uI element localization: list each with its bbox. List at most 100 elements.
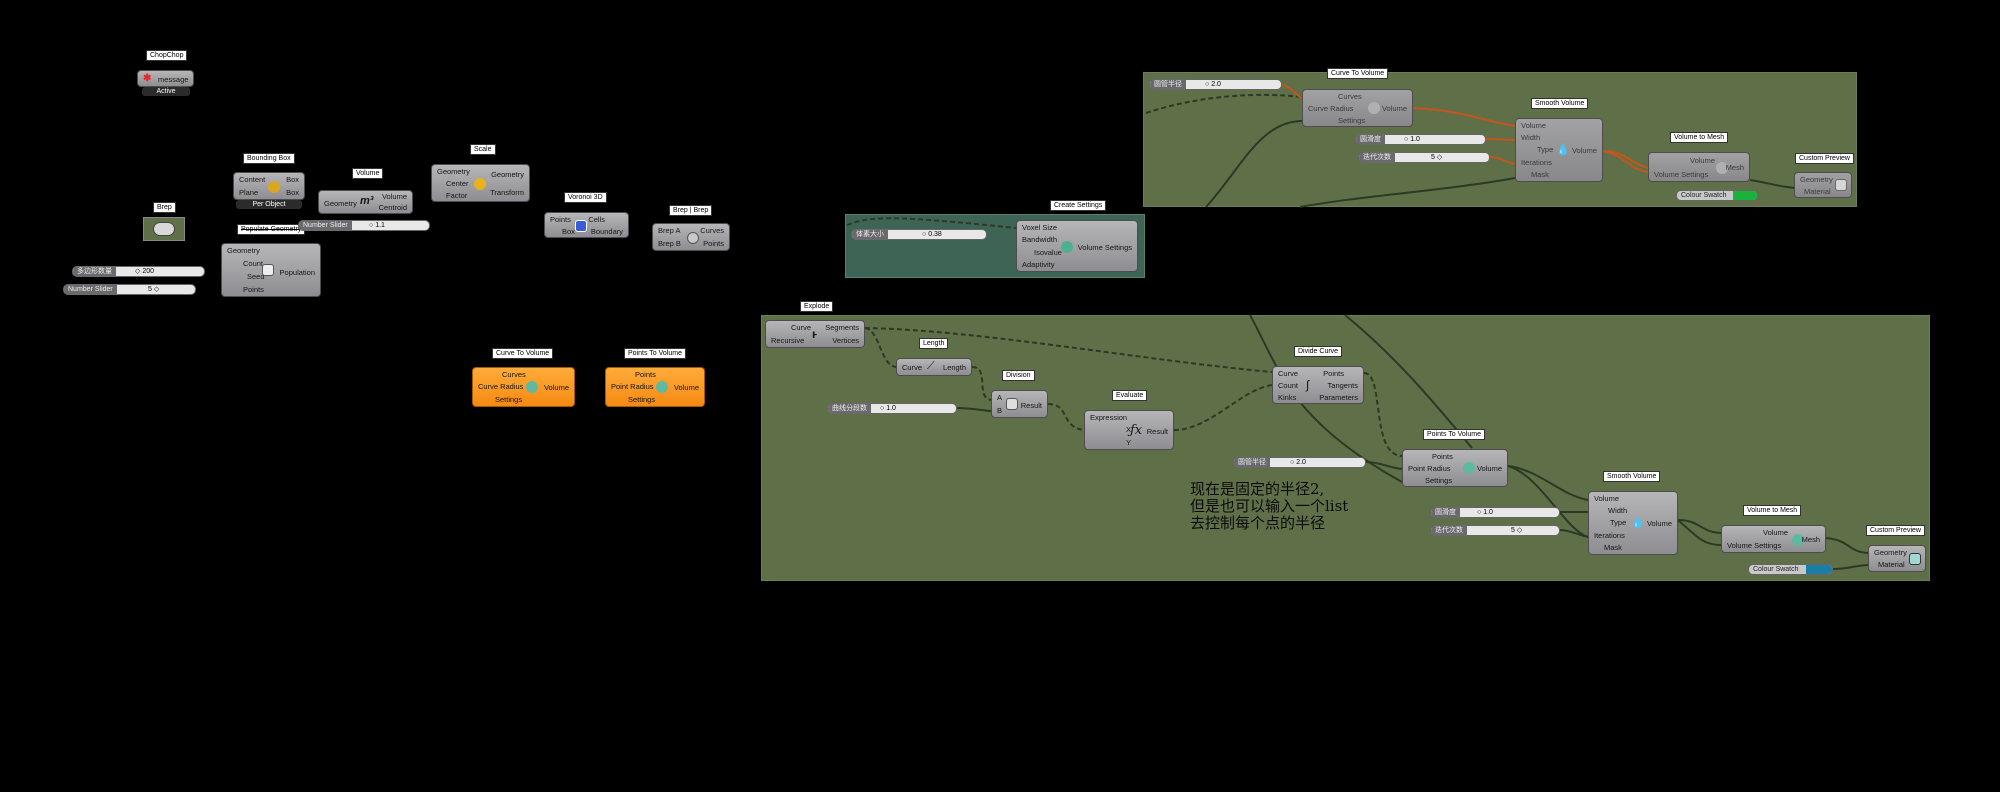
vtm-main-component[interactable]: Volume Volume Settings Mesh xyxy=(1721,525,1826,553)
divide-curve-output-points[interactable]: Points xyxy=(1323,368,1344,378)
vtm-top-input-volume[interactable]: Volume xyxy=(1690,155,1716,165)
vtm-top-input-settings[interactable]: Volume Settings xyxy=(1654,169,1709,179)
scale-input-factor[interactable]: Factor xyxy=(446,190,468,200)
voronoi-output-boundary[interactable]: Boundary xyxy=(590,226,623,236)
slider-poly-count[interactable]: 多边形数量 ◇ 200 xyxy=(72,266,205,277)
length-input-curve[interactable]: Curve xyxy=(902,363,923,372)
division-input-b[interactable]: B xyxy=(997,406,1003,415)
populate-component[interactable]: Geometry Count Seed Points Population xyxy=(221,243,321,297)
smooth-top-input-iterations[interactable]: Iterations xyxy=(1521,157,1552,167)
ctv-top-input-radius[interactable]: Curve Radius xyxy=(1308,103,1354,113)
volume-component[interactable]: Geometry m³ Volume Centroid xyxy=(318,190,413,214)
divide-curve-input-curve[interactable]: Curve xyxy=(1278,368,1299,378)
slider-smooth-w-main[interactable]: 圆滑度 ○ 1.0 xyxy=(1430,507,1560,518)
voronoi-output-cells[interactable]: Cells xyxy=(588,214,605,224)
division-input-a[interactable]: A xyxy=(997,393,1003,402)
divide-curve-input-count[interactable]: Count xyxy=(1278,380,1299,390)
slider-radius-main[interactable]: 圆管半径 ○ 2.0 xyxy=(1233,457,1366,468)
preview-main-input-material[interactable]: Material xyxy=(1878,560,1905,570)
voronoi-input-box[interactable]: Box xyxy=(562,226,575,236)
brep-brep-input-a[interactable]: Brep A xyxy=(658,226,681,235)
brep-param-component[interactable] xyxy=(143,217,185,241)
ptv-orange-output-volume[interactable]: Volume xyxy=(673,383,699,392)
smooth-main-input-mask[interactable]: Mask xyxy=(1604,543,1622,553)
bounding-box-component[interactable]: Content Plane Box Box xyxy=(233,172,305,200)
smooth-top-output-volume[interactable]: Volume xyxy=(1571,146,1597,155)
voronoi-input-points[interactable]: Points xyxy=(550,214,571,224)
brep-brep-component[interactable]: Brep A Brep B Curves Points xyxy=(652,223,730,251)
cs-output-volume-settings[interactable]: Volume Settings xyxy=(1077,243,1132,252)
smooth-top-input-width[interactable]: Width xyxy=(1521,133,1541,143)
swatch-top[interactable]: Colour Swatch xyxy=(1676,190,1758,201)
evaluate-output-result[interactable]: Result xyxy=(1146,427,1168,436)
cs-input-adaptivity[interactable]: Adaptivity xyxy=(1022,260,1055,270)
divide-curve-output-parameters[interactable]: Parameters xyxy=(1319,392,1358,402)
ctv-top-input-curves[interactable]: Curves xyxy=(1338,91,1362,101)
ptv-main-output-volume[interactable]: Volume xyxy=(1476,464,1502,473)
evaluate-input-x[interactable]: X xyxy=(1126,425,1132,435)
slider-iter-top[interactable]: 迭代次数 5 ◇ xyxy=(1358,152,1490,163)
cs-input-bandwidth[interactable]: Bandwidth xyxy=(1022,235,1058,245)
ctv-orange-input-curves[interactable]: Curves xyxy=(502,369,526,379)
populate-input-seed[interactable]: Seed xyxy=(247,272,265,281)
scale-output-transform[interactable]: Transform xyxy=(490,187,524,197)
divide-curve-input-kinks[interactable]: Kinks xyxy=(1278,392,1297,402)
preview-top-component[interactable]: Geometry Material xyxy=(1794,172,1852,198)
ctv-orange-input-settings[interactable]: Settings xyxy=(495,395,523,405)
chopchop-port[interactable]: message xyxy=(158,75,189,84)
smooth-top-component[interactable]: Volume Width Type Iterations Mask 💧 Volu… xyxy=(1515,118,1603,182)
volume-output-centroid[interactable]: Centroid xyxy=(378,203,407,212)
smooth-main-component[interactable]: Volume Width Type Iterations Mask 💧 Volu… xyxy=(1588,491,1678,555)
smooth-main-output-volume[interactable]: Volume xyxy=(1646,519,1672,528)
slider-voxel[interactable]: 体素大小 ○ 0.38 xyxy=(851,229,987,240)
smooth-top-input-volume[interactable]: Volume xyxy=(1521,120,1547,130)
scale-component[interactable]: Geometry Center Factor Geometry Transfor… xyxy=(431,164,530,202)
smooth-top-input-mask[interactable]: Mask xyxy=(1531,170,1549,180)
preview-top-input-material[interactable]: Material xyxy=(1804,186,1831,196)
create-settings-component[interactable]: Voxel Size Bandwidth Isovalue Adaptivity… xyxy=(1016,220,1138,272)
vtm-top-output-mesh[interactable]: Mesh xyxy=(1725,163,1744,172)
bbox-output-box-2[interactable]: Box xyxy=(286,188,299,197)
slider-number-a[interactable]: Number Slider 5 ◇ xyxy=(63,284,196,295)
smooth-main-input-width[interactable]: Width xyxy=(1608,506,1628,516)
cs-input-voxel-size[interactable]: Voxel Size xyxy=(1022,222,1058,232)
chopchop-component[interactable]: ✱ message xyxy=(137,70,194,87)
ctv-top-component[interactable]: Curves Curve Radius Settings Volume xyxy=(1302,89,1413,127)
scale-input-geometry[interactable]: Geometry xyxy=(437,166,470,176)
vtm-top-component[interactable]: Volume Volume Settings Mesh xyxy=(1648,152,1750,182)
division-component[interactable]: A B Result xyxy=(991,390,1048,418)
slider-iter-main[interactable]: 迭代次数 5 ◇ xyxy=(1430,525,1560,536)
ptv-main-input-radius[interactable]: Point Radius xyxy=(1408,463,1451,473)
cs-input-isovalue[interactable]: Isovalue xyxy=(1034,247,1062,257)
explode-output-segments[interactable]: Segments xyxy=(825,323,859,332)
bbox-input-content[interactable]: Content xyxy=(239,175,266,184)
scale-output-geometry[interactable]: Geometry xyxy=(491,169,524,179)
vtm-main-input-volume[interactable]: Volume xyxy=(1763,528,1789,537)
brep-brep-output-curves[interactable]: Curves xyxy=(700,226,724,235)
populate-output-population[interactable]: Population xyxy=(279,268,315,277)
ptv-orange-input-points[interactable]: Points xyxy=(635,369,656,379)
bbox-output-box-1[interactable]: Box xyxy=(286,175,299,184)
volume-input-geometry[interactable]: Geometry xyxy=(324,199,357,208)
preview-main-component[interactable]: Geometry Material xyxy=(1868,545,1926,572)
explode-component[interactable]: Curve Recursive ⱶ Segments Vertices xyxy=(765,320,865,348)
populate-input-count[interactable]: Count xyxy=(243,259,264,268)
ptv-main-component[interactable]: Points Point Radius Settings Volume xyxy=(1402,449,1508,487)
slider-number-b[interactable]: Number Slider ○ 1.1 xyxy=(298,220,430,231)
explode-output-vertices[interactable]: Vertices xyxy=(832,336,859,345)
ptv-main-input-points[interactable]: Points xyxy=(1432,451,1453,461)
ctv-orange-input-radius[interactable]: Curve Radius xyxy=(478,382,524,392)
smooth-main-input-type[interactable]: Type xyxy=(1610,518,1627,528)
populate-input-points[interactable]: Points xyxy=(243,285,264,294)
populate-input-geometry[interactable]: Geometry xyxy=(227,246,260,255)
ptv-orange-input-settings[interactable]: Settings xyxy=(628,395,656,405)
ptv-main-input-settings[interactable]: Settings xyxy=(1425,475,1453,485)
explode-input-curve[interactable]: Curve xyxy=(791,323,812,332)
smooth-top-input-type[interactable]: Type xyxy=(1537,145,1554,155)
divide-curve-component[interactable]: Curve Count Kinks ∫ Points Tangents Para… xyxy=(1272,366,1364,404)
smooth-main-input-iterations[interactable]: Iterations xyxy=(1594,530,1625,540)
ptv-orange-component[interactable]: Points Point Radius Settings Volume xyxy=(605,367,705,407)
volume-output-volume[interactable]: Volume xyxy=(381,192,407,201)
smooth-main-input-volume[interactable]: Volume xyxy=(1594,493,1620,503)
brep-brep-input-b[interactable]: Brep B xyxy=(658,239,681,248)
